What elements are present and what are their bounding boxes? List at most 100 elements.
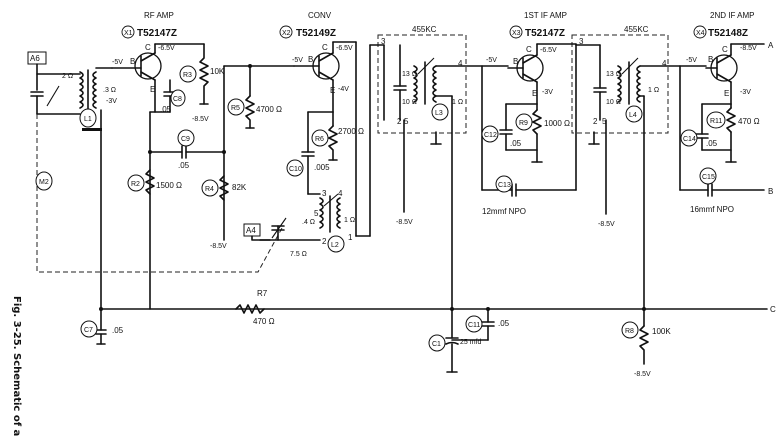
c11-tag xyxy=(465,315,483,333)
l2-primary-coil xyxy=(319,197,324,229)
x3-base-v: -5V xyxy=(486,57,497,64)
c9-value: .05 xyxy=(178,161,190,170)
c9-label: C9 xyxy=(181,136,190,143)
x1-collector-v: -6.5V xyxy=(158,45,175,52)
l2-winding-ohm: 7.5 Ω xyxy=(290,251,307,258)
if-can-1 xyxy=(377,34,467,134)
r9-value: 1000 Ω xyxy=(544,119,570,128)
x4-function: 2ND IF AMP xyxy=(710,11,754,20)
l3-tuning-arrow xyxy=(417,57,435,75)
x3-ref-circle xyxy=(509,25,523,39)
x3-e: E xyxy=(532,89,537,98)
junction-c9-left xyxy=(148,150,152,154)
l2-tag xyxy=(327,235,345,253)
x2-collector-lead xyxy=(318,52,334,62)
l3-tag xyxy=(431,103,449,121)
r9-label: R9 xyxy=(519,120,528,127)
r2-label: R2 xyxy=(131,181,140,188)
l3-primary-ohm: 13 Ω xyxy=(402,71,417,78)
r5-value: 4700 Ω xyxy=(256,105,282,114)
c12-tag xyxy=(481,125,499,143)
r2-value: 1500 Ω xyxy=(156,181,182,190)
c8-label: C8 xyxy=(173,96,182,103)
r3-supply: -8.5V xyxy=(192,116,209,123)
x2-c: C xyxy=(322,43,328,52)
m2-tag xyxy=(35,171,53,191)
x1-b: B xyxy=(130,57,135,66)
m2-label: M2 xyxy=(39,179,49,186)
stage-x3-title: X3 1ST IF AMP T52147Z xyxy=(509,11,567,39)
c1-label: C1 xyxy=(432,341,441,348)
r4-label: R4 xyxy=(205,186,214,193)
r4-supply: -8.5V xyxy=(210,243,227,250)
l4-tuning-arrow xyxy=(621,57,639,75)
r3-value: 10K xyxy=(210,67,225,76)
l1-secondary-coil xyxy=(92,71,97,109)
l2-label: L2 xyxy=(331,242,339,249)
l3-pin5: 5 xyxy=(404,117,409,126)
c7-label: C7 xyxy=(84,327,93,334)
c11-label: C11 xyxy=(468,322,480,329)
trimmer-arrow xyxy=(46,85,60,107)
x3-emitter-lead xyxy=(522,73,538,83)
l1-label: L1 xyxy=(84,116,92,123)
r2-resistor xyxy=(145,169,155,195)
c13-value: 12mmf NPO xyxy=(482,207,526,216)
l4-pin4: 4 xyxy=(662,59,667,68)
c1-tag xyxy=(428,334,446,352)
x3-emitter-v: -3V xyxy=(542,89,553,96)
junction-r8 xyxy=(642,307,646,311)
r7-label: R7 xyxy=(257,289,268,298)
l3-pin4: 4 xyxy=(458,59,463,68)
x1-ref: X1 xyxy=(124,30,133,37)
c14-label: C14 xyxy=(683,136,696,143)
c10-value: .005 xyxy=(314,163,330,172)
l2-secondary-ohm: 1 Ω xyxy=(344,217,355,224)
l2-pin4: 4 xyxy=(338,189,343,198)
x3-collector-v: -6.5V xyxy=(540,47,557,54)
figure-caption: Fig. 3-25. Schematic of a xyxy=(11,296,22,436)
x2-ref: X2 xyxy=(282,30,291,37)
r4-value: 82K xyxy=(232,183,247,192)
x2-collector-v: -6.5V xyxy=(336,45,353,52)
x3-function: 1ST IF AMP xyxy=(524,11,567,20)
x3-b: B xyxy=(513,57,518,66)
c8-tag xyxy=(170,89,186,107)
r5-resistor xyxy=(245,95,255,129)
x4-collector-v: -8.5V xyxy=(740,45,757,52)
if-can-2-label: 455KC xyxy=(624,25,649,34)
x2-ref-circle xyxy=(279,25,293,39)
x1-base-v: -5V xyxy=(112,59,123,66)
r8-resistor xyxy=(639,325,649,365)
if-can-2 xyxy=(571,34,669,134)
terminal-b: B xyxy=(768,187,773,196)
x2-base-v: -5V xyxy=(292,57,303,64)
r3-resistor xyxy=(199,43,209,105)
r6-label: R6 xyxy=(315,136,324,143)
l2-secondary-coil xyxy=(336,197,341,229)
junction-c7 xyxy=(99,307,103,311)
c14-value: .05 xyxy=(706,139,718,148)
x1-collector-lead xyxy=(140,52,156,62)
c9-tag xyxy=(177,129,195,147)
l3-pin3: 3 xyxy=(381,37,386,46)
r8-supply: -8.5V xyxy=(634,371,651,378)
l1-secondary-ohm: .3 Ω xyxy=(103,87,116,94)
l3-label: L3 xyxy=(435,110,443,117)
r9-tag xyxy=(515,113,533,131)
c11-value: .05 xyxy=(498,319,510,328)
l4-label: L4 xyxy=(629,112,637,119)
l4-pin5: 5 xyxy=(602,117,607,126)
c14-tag xyxy=(680,129,698,147)
l2-pin3: 3 xyxy=(322,189,327,198)
r6-resistor xyxy=(328,125,338,161)
x4-e: E xyxy=(724,89,729,98)
l3-primary-coil xyxy=(413,65,418,103)
c15-tag xyxy=(699,167,717,185)
c10-label: C10 xyxy=(289,166,302,173)
l4-tag xyxy=(625,105,643,123)
r2-tag xyxy=(127,174,145,192)
l3-tap-ohm: 10 Ω xyxy=(402,99,417,106)
x4-collector-lead xyxy=(716,54,732,64)
